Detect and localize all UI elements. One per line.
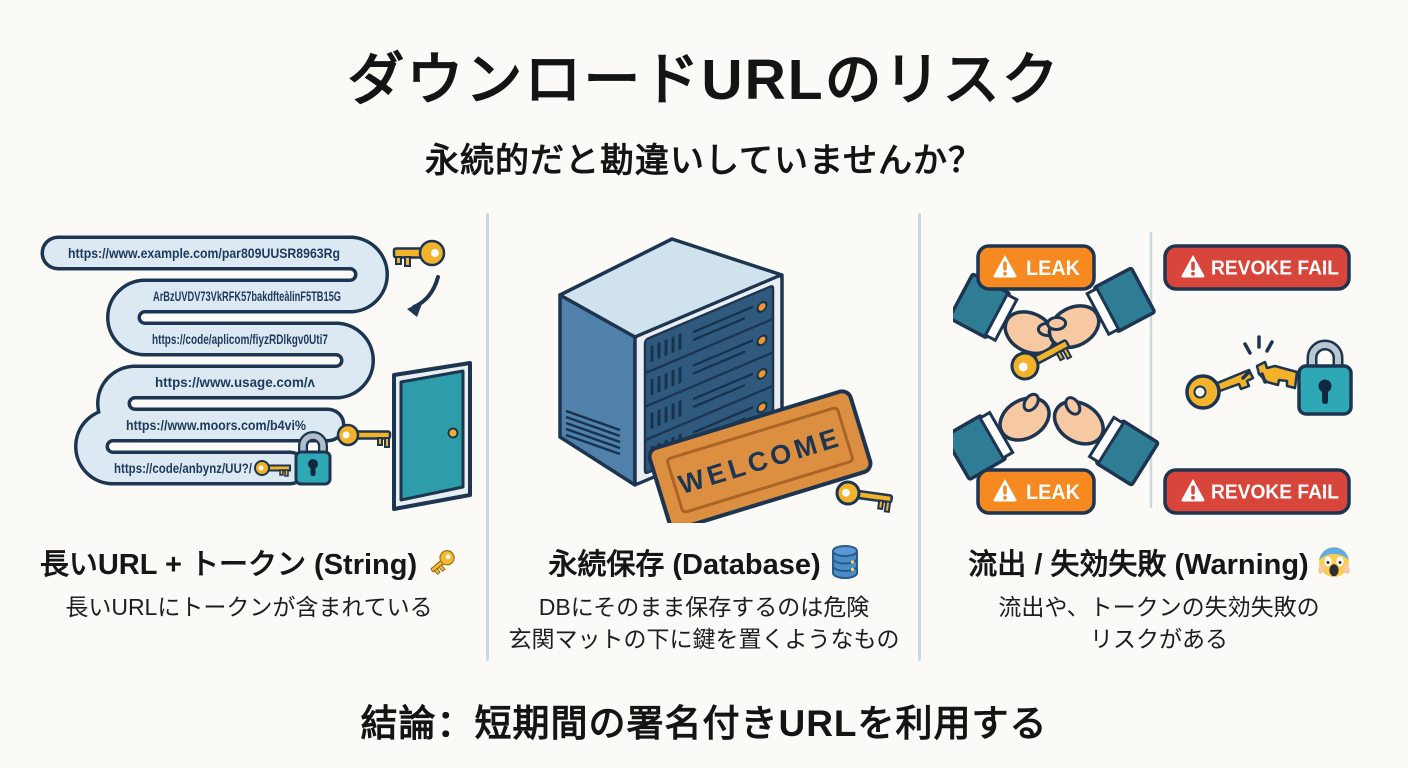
panel-divider-right <box>918 213 921 661</box>
page-title: ダウンロードURLのリスク <box>347 48 1061 112</box>
welcome-mat: WELCOME <box>647 389 873 523</box>
url-line-1: https://www.example.com/par809UUSR8963Rg <box>68 245 340 261</box>
url-line-4: https://www.usage.com/ʌ <box>155 374 315 390</box>
url-line-2: ArBzUVDV73VkRFK57bakdfteàlinF5TB15G <box>153 288 341 304</box>
broken-key-icon <box>1185 335 1299 410</box>
right-description-2: リスクがある <box>1090 626 1228 653</box>
middle-caption: 永続保存 (Database) DBにそのまま保存するのは危険 玄関マットの下に… <box>488 541 920 655</box>
leak-badge-bottom: LEAK <box>976 468 1096 515</box>
key-icon <box>392 239 446 267</box>
right-description-1: 流出や、トークンの失効失敗の <box>998 594 1320 620</box>
page-subtitle: 永続的だと勘違いしていませんか？ <box>425 142 983 180</box>
left-description: 長いURLにトークンが含まれている <box>65 594 433 620</box>
revoke-badge-bottom: REVOKE FAIL <box>1163 468 1351 515</box>
database-emoji-icon <box>831 545 858 579</box>
conclusion-text: 結論：短期間の署名付きURLを利用する <box>360 703 1048 744</box>
warning-triangle-icon <box>1181 479 1205 502</box>
key-under-mat-icon <box>835 480 894 513</box>
leak-revoke-illustration: LEAK REVOKE FAIL LEAK <box>953 232 1353 515</box>
exchanged-key-icon <box>1010 339 1073 381</box>
left-heading: 長いURL + トークン (String) <box>39 549 418 581</box>
url-line-6: https://code/anbynz/UU?/ <box>114 460 252 476</box>
revoke-padlock-icon <box>1297 339 1353 416</box>
url-line-5: https://www.moors.com/b4vi% <box>126 417 306 433</box>
middle-heading: 永続保存 (Database) <box>548 549 821 581</box>
url-ribbon-fill <box>44 239 386 482</box>
door-key-icon <box>336 423 392 448</box>
padlock-icon <box>294 431 332 486</box>
panel-divider-left <box>486 213 489 661</box>
warning-triangle-icon <box>993 255 1017 278</box>
token-key-icon <box>254 460 291 477</box>
leak-badge-label: LEAK <box>1026 257 1080 280</box>
right-heading: 流出 / 失効失敗 (Warning) <box>968 549 1309 581</box>
url-line-3: https://code/aplicom/fiyzRDlkgv0Uti7 <box>152 331 328 347</box>
right-caption: 流出 / 失効失敗 (Warning) 流出や、トークンの失効失敗の リスクがあ… <box>928 541 1390 655</box>
warning-triangle-icon <box>993 479 1017 502</box>
long-url-illustration: https://www.example.com/par809UUSR8963Rg… <box>40 235 472 511</box>
revoke-badge-top: REVOKE FAIL <box>1163 244 1351 291</box>
server-mat-illustration: WELCOME <box>558 237 894 523</box>
hands-exchange-icon <box>953 266 1160 487</box>
key-emoji-icon <box>430 550 455 575</box>
left-caption: 長いURL + トークン (String) 長いURLにトークンが含まれている <box>18 541 480 622</box>
middle-description-1: DBにそのまま保存するのは危険 <box>538 594 870 620</box>
leak-badge-label: LEAK <box>1026 481 1080 504</box>
revoke-badge-label: REVOKE FAIL <box>1211 258 1339 280</box>
scream-emoji-icon <box>1317 547 1350 577</box>
middle-description-2: 玄関マットの下に鍵を置くようなもの <box>508 626 900 653</box>
leak-badge-top: LEAK <box>976 244 1096 291</box>
warning-triangle-icon <box>1181 255 1205 278</box>
curved-arrow-icon <box>407 275 440 317</box>
spark-lines <box>1241 335 1274 384</box>
door-icon <box>392 361 472 511</box>
revoke-badge-label: REVOKE FAIL <box>1211 482 1339 504</box>
